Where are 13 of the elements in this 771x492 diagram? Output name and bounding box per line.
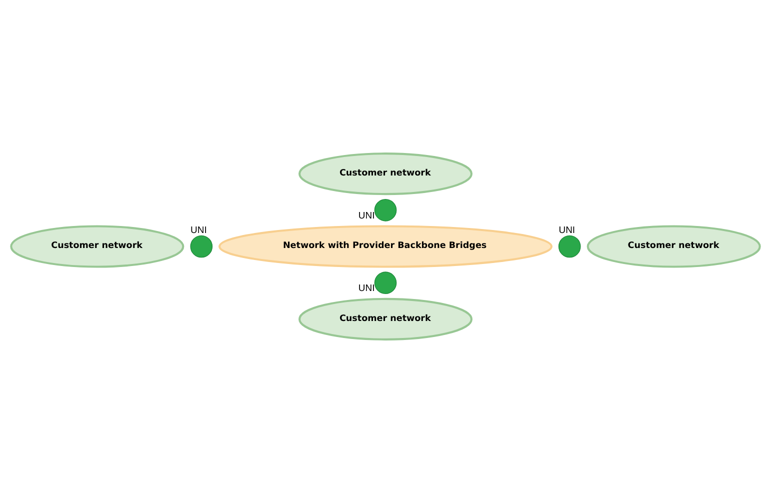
node-ellipse: Customer network: [298, 297, 473, 340]
node-circle: [374, 271, 397, 294]
node-label: UNI: [358, 282, 375, 294]
node-label: UNI: [558, 224, 576, 236]
node-circle: [558, 234, 581, 258]
node-circle: [374, 198, 397, 221]
node-ellipse: Customer network: [586, 224, 761, 268]
node-ellipse: Customer network: [298, 152, 473, 195]
node-ellipse: Customer network: [10, 224, 184, 268]
node-circle: [190, 234, 213, 258]
node-ellipse: Network with Provider Backbone Bridges: [218, 224, 552, 268]
node-label: UNI: [190, 224, 207, 236]
node-label: UNI: [358, 210, 375, 221]
